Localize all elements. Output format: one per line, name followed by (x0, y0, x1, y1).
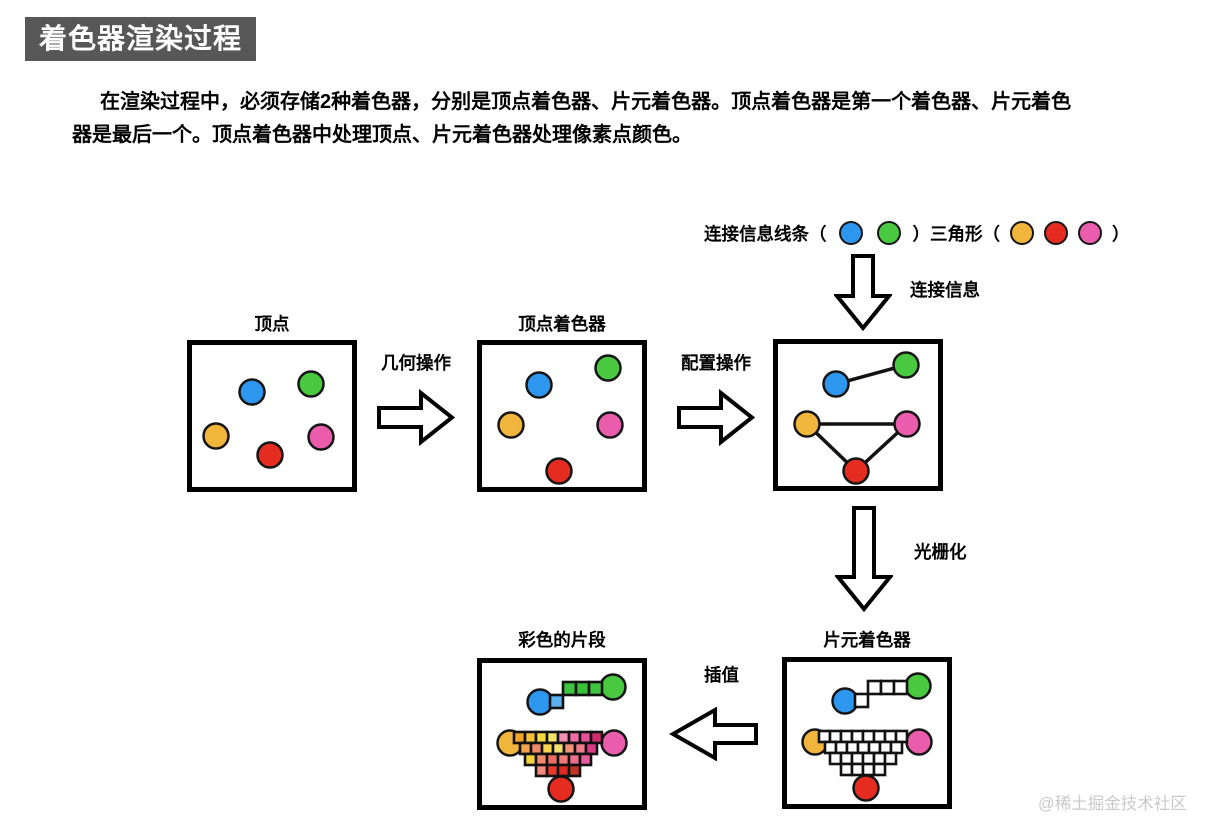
fragment-shader-box-canvas (782, 657, 952, 809)
legend-open-paren: （ (809, 223, 827, 244)
vertex-shader-box-canvas (477, 340, 647, 492)
blue-dot (838, 221, 863, 245)
vertex-shader-label: 顶点着色器 (518, 314, 606, 334)
page-title: 着色器渲染过程 (25, 17, 257, 61)
fragment-shader-label: 片元着色器 (823, 630, 911, 650)
pink-dot (1078, 221, 1102, 245)
legend-lines-label: 连接信息线条 (704, 223, 809, 244)
arrow-right-geometry-icon (377, 389, 455, 446)
connected-info-box (773, 339, 943, 491)
vertices-label: 顶点 (254, 314, 290, 334)
vertices-box-canvas (187, 340, 357, 492)
green-dot (876, 221, 901, 245)
connection-legend: 连接信息线条 （ ） 三角形 （ ） (704, 219, 1130, 247)
arrow-down-rasterize-icon (835, 506, 893, 612)
legend-close-paren: ） (1112, 223, 1130, 244)
legend-triangle-label: 三角形 (930, 223, 983, 244)
geometry-op-label: 几何操作 (381, 353, 451, 373)
connect-info-label: 连接信息 (910, 280, 980, 300)
rasterize-label: 光栅化 (914, 542, 967, 562)
yellow-dot (1010, 221, 1034, 245)
watermark: @稀土掘金技术社区 (1038, 795, 1187, 813)
arrow-right-config-icon (677, 389, 755, 446)
vertices-box (187, 340, 357, 492)
interpolation-label: 插值 (704, 665, 739, 685)
vertex-shader-box (477, 340, 647, 492)
colored-fragments-box (477, 658, 647, 810)
fragment-shader-box (782, 657, 952, 809)
red-dot (1044, 221, 1068, 245)
colored-fragments-label: 彩色的片段 (518, 630, 606, 650)
arrow-down-connect-icon (834, 254, 892, 331)
config-op-label: 配置操作 (681, 353, 751, 373)
arrow-left-interpolation-icon (669, 707, 758, 761)
legend-triangle-dots (1005, 221, 1107, 245)
connected-info-box-canvas (773, 339, 943, 491)
legend-line-dots (832, 221, 908, 245)
legend-open-paren: （ (982, 223, 1001, 244)
colored-fragments-box-canvas (477, 658, 647, 810)
legend-close-paren: ） (912, 223, 931, 244)
intro-paragraph: 在渲染过程中，必须存储2种着色器，分别是顶点着色器、片元着色器。顶点着色器是第一… (72, 91, 1072, 146)
